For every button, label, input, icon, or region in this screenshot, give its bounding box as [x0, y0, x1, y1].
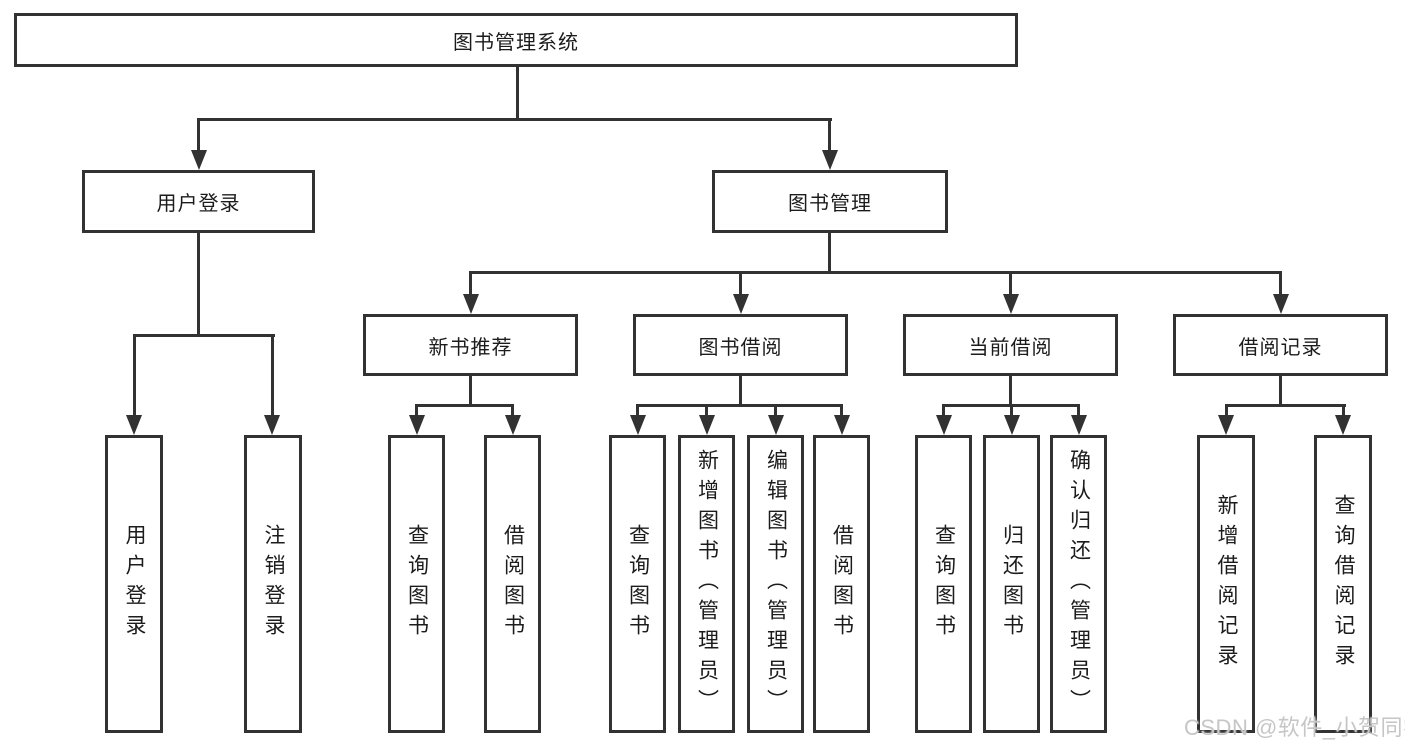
- node-label: 图书管理: [788, 193, 872, 215]
- node-library-management-system: 图书管理系统: [14, 13, 1018, 67]
- node-label: 新增借阅记录: [1215, 494, 1239, 674]
- arrowhead-down-icon: [1272, 294, 1289, 314]
- connector-line: [197, 118, 832, 121]
- node-current-borrowing: 当前借阅: [903, 314, 1118, 376]
- node-label: 查询图书: [626, 524, 650, 644]
- connector-line: [415, 404, 418, 415]
- leaf-borrow-books-borrow: 借阅图书: [813, 435, 870, 733]
- node-label: 当前借阅: [968, 336, 1053, 359]
- node-label: 注销登录: [262, 524, 286, 644]
- connector-line: [636, 404, 843, 407]
- connector-line: [1009, 376, 1012, 407]
- connector-line: [1341, 404, 1345, 415]
- arrowhead-down-icon: [732, 294, 749, 314]
- node-new-book-recommendation: 新书推荐: [363, 314, 578, 376]
- arrowhead-down-icon: [935, 415, 952, 435]
- connector-line: [774, 404, 777, 415]
- connector-line: [840, 404, 843, 415]
- leaf-add-book-admin: 新增图书（管理员）: [678, 435, 735, 733]
- node-label: 借阅图书: [501, 524, 525, 644]
- node-label: 新增图书（管理员）: [695, 449, 719, 719]
- connector-line: [132, 334, 136, 415]
- node-label: 新书推荐: [428, 336, 513, 359]
- node-book-borrowing: 图书借阅: [633, 314, 848, 376]
- connector-line: [469, 376, 472, 407]
- node-label: 确认归还（管理员）: [1067, 449, 1091, 719]
- arrowhead-down-icon: [821, 150, 838, 170]
- connector-line: [132, 334, 275, 337]
- node-label: 借阅图书: [830, 524, 854, 644]
- leaf-confirm-return-admin: 确认归还（管理员）: [1050, 435, 1107, 733]
- arrowhead-down-icon: [1218, 415, 1234, 435]
- node-label: 图书借阅: [698, 336, 783, 359]
- connector-line: [739, 376, 742, 407]
- leaf-query-books-current: 查询图书: [915, 435, 972, 733]
- node-label: 查询借阅记录: [1332, 494, 1356, 674]
- connector-line: [415, 404, 514, 407]
- leaf-borrow-books-new: 借阅图书: [484, 435, 541, 733]
- connector-line: [270, 334, 274, 415]
- node-label: 借阅记录: [1238, 336, 1323, 359]
- arrowhead-down-icon: [1003, 415, 1020, 435]
- connector-line: [1224, 404, 1346, 407]
- connector-line: [705, 404, 708, 415]
- connector-line: [942, 404, 945, 415]
- arrowhead-down-icon: [462, 294, 479, 314]
- connector-line: [1224, 404, 1228, 415]
- arrowhead-down-icon: [126, 415, 142, 435]
- connector-line: [1077, 404, 1080, 415]
- node-label: 编辑图书（管理员）: [764, 449, 788, 719]
- node-label: 用户登录: [156, 193, 241, 215]
- node-label: 归还图书: [1000, 524, 1024, 644]
- node-label: 用户登录: [123, 524, 147, 644]
- arrowhead-down-icon: [1070, 415, 1087, 435]
- node-label: 图书管理系统: [453, 31, 579, 54]
- node-label: 查询图书: [405, 524, 429, 644]
- connector-line: [636, 404, 639, 415]
- node-borrowing-records: 借阅记录: [1173, 314, 1388, 376]
- leaf-edit-book-admin: 编辑图书（管理员）: [747, 435, 804, 733]
- node-book-management: 图书管理: [712, 170, 948, 233]
- arrowhead-down-icon: [698, 415, 715, 435]
- leaf-query-books-borrow: 查询图书: [609, 435, 666, 733]
- connector-line: [469, 271, 1282, 274]
- arrowhead-down-icon: [767, 415, 784, 435]
- arrowhead-down-icon: [408, 415, 425, 435]
- connector-line: [511, 404, 514, 415]
- connector-line: [469, 271, 472, 294]
- connector-line: [515, 67, 519, 120]
- leaf-query-books-new: 查询图书: [388, 435, 445, 733]
- connector-line: [828, 233, 831, 274]
- node-user-login: 用户登录: [82, 170, 315, 233]
- connector-line: [1279, 271, 1282, 294]
- node-label: 查询图书: [932, 524, 956, 644]
- arrowhead-down-icon: [190, 150, 207, 170]
- arrowhead-down-icon: [264, 415, 280, 435]
- connector-line: [1279, 376, 1282, 407]
- connector-line: [739, 271, 742, 294]
- leaf-return-books: 归还图书: [983, 435, 1040, 733]
- arrowhead-down-icon: [833, 415, 850, 435]
- arrowhead-down-icon: [504, 415, 521, 435]
- leaf-add-borrowing-record: 新增借阅记录: [1197, 435, 1255, 733]
- connector-line: [828, 118, 831, 151]
- connector-line: [1010, 404, 1013, 415]
- leaf-query-borrowing-record: 查询借阅记录: [1314, 435, 1372, 733]
- arrowhead-down-icon: [629, 415, 646, 435]
- watermark-text: CSDN @软件_小贺同学: [1184, 715, 1405, 740]
- connector-line: [1009, 271, 1012, 294]
- arrowhead-down-icon: [1335, 415, 1351, 435]
- arrowhead-down-icon: [1002, 294, 1019, 314]
- leaf-user-login: 用户登录: [105, 435, 163, 733]
- connector-line: [197, 118, 200, 151]
- connector-line: [197, 233, 200, 337]
- leaf-logout: 注销登录: [244, 435, 302, 733]
